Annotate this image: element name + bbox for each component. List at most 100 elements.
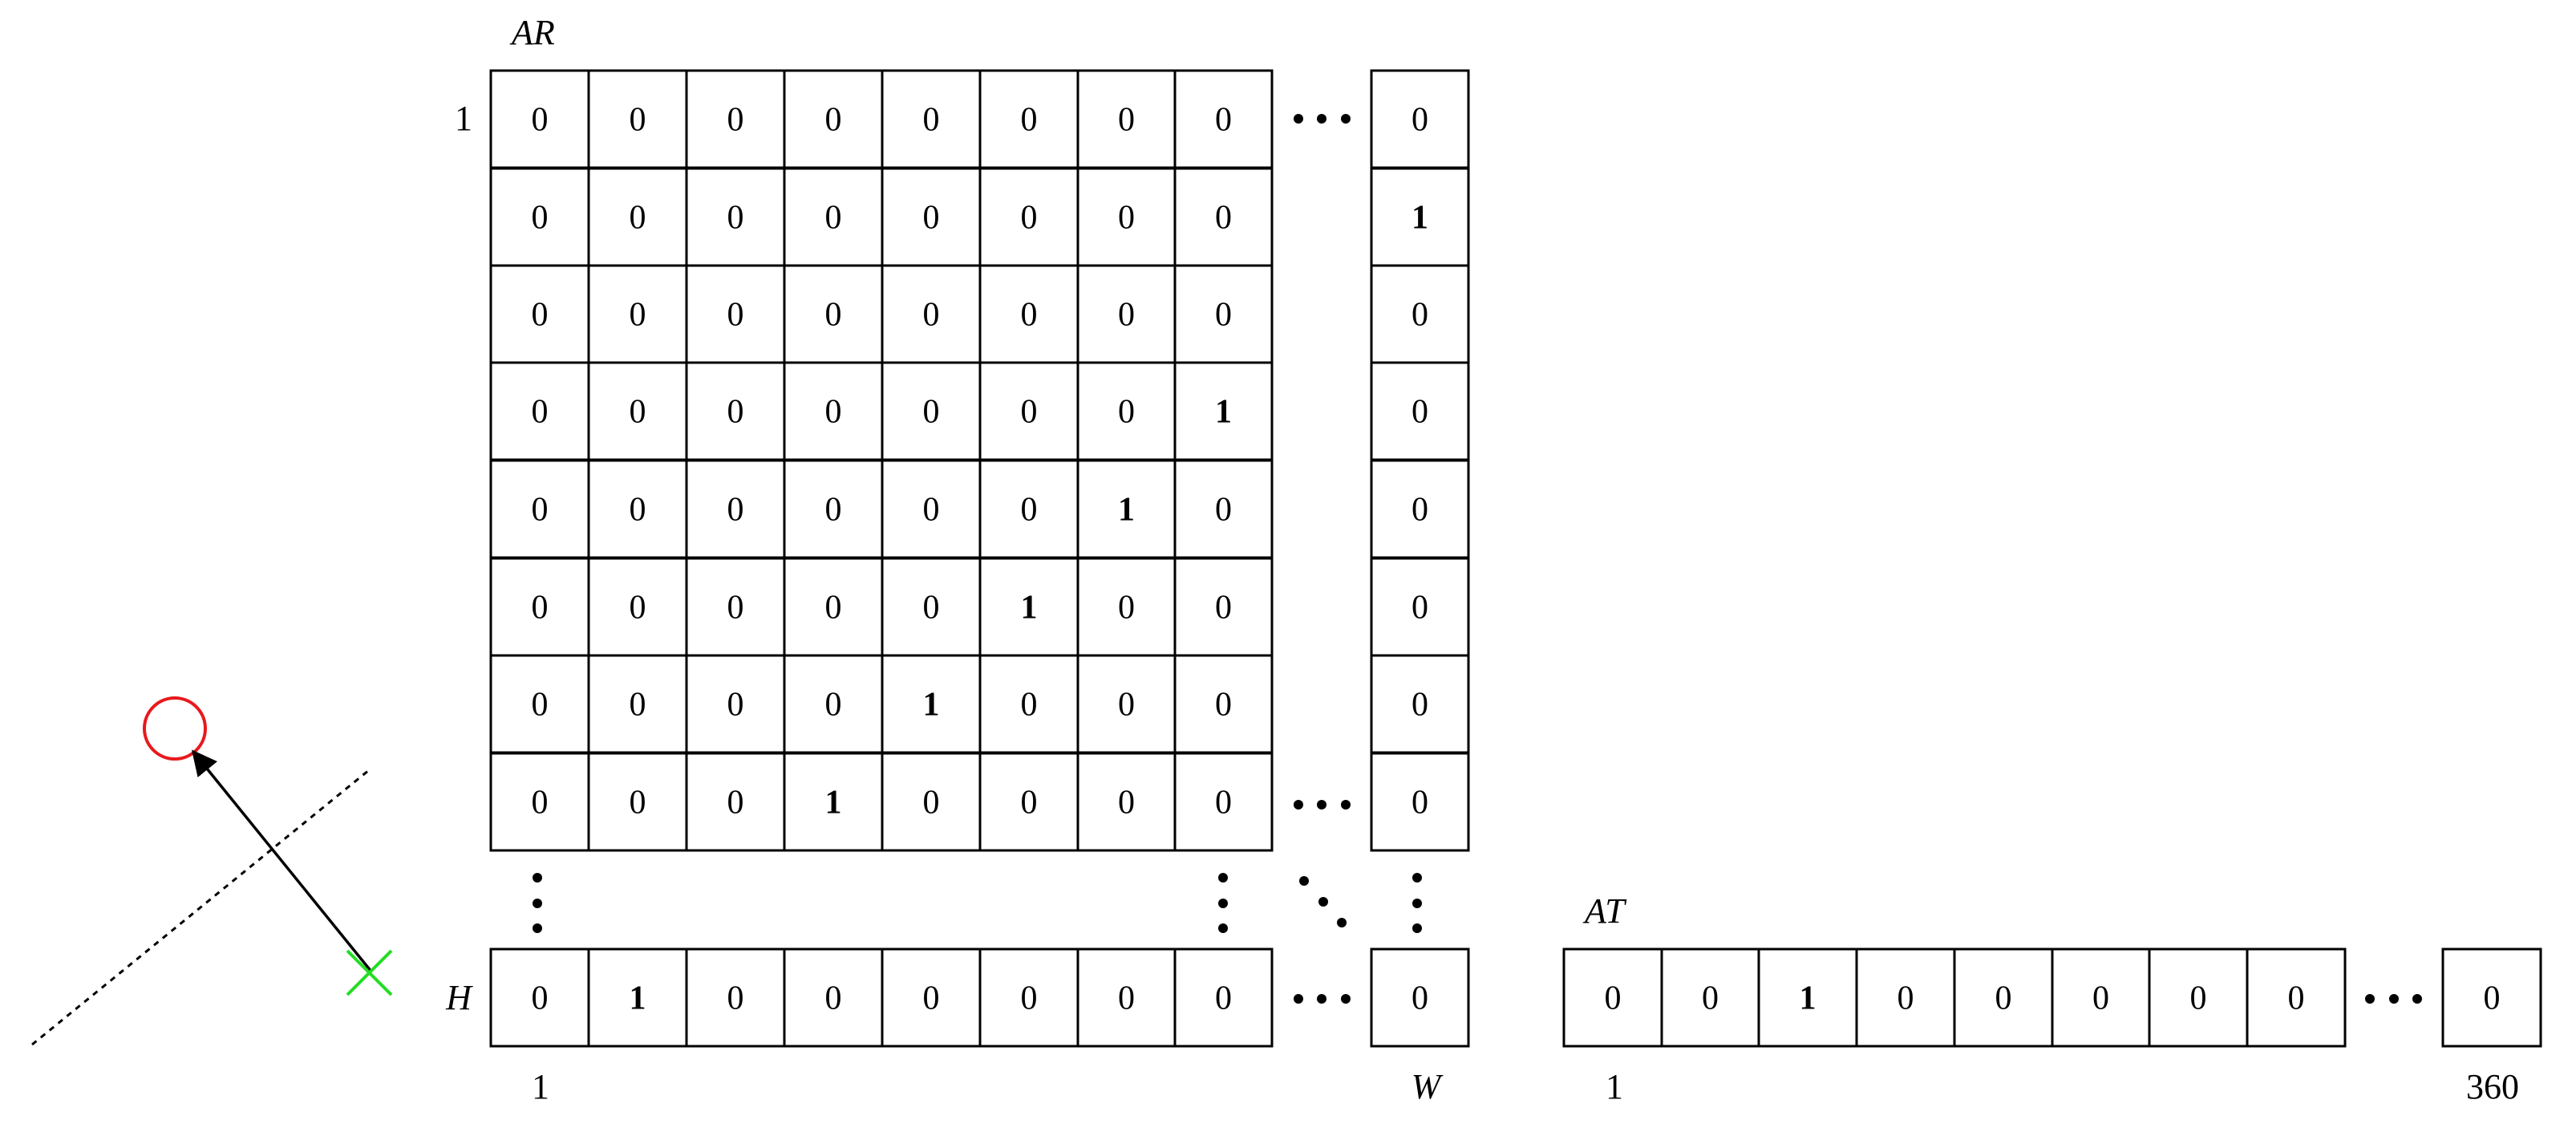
ar-cell-r8-c7: 0 — [1173, 947, 1274, 1048]
ar-cell-r0-c4: 0 — [881, 69, 982, 169]
ar-cell-r8-c3: 0 — [783, 947, 884, 1048]
horizontal-ellipsis-dot — [1317, 994, 1326, 1004]
cell-value: 0 — [1118, 297, 1135, 334]
cell-value: 0 — [532, 687, 549, 724]
cell-value: 0 — [923, 297, 940, 334]
ar-cell-r1-c0: 0 — [489, 167, 590, 267]
cell-value: 0 — [532, 492, 549, 529]
cell-value: 0 — [1215, 687, 1232, 724]
cell-value: 0 — [1215, 200, 1232, 237]
cell-value: 0 — [630, 687, 646, 724]
horizontal-ellipsis-dot — [1317, 800, 1326, 810]
cell-value: 0 — [1702, 980, 1719, 1017]
ar-cell-r4-c5: 0 — [978, 459, 1079, 559]
horizontal-ellipsis-dot — [1294, 994, 1303, 1004]
cell-value: 0 — [923, 590, 940, 627]
direction-arrow-icon — [192, 749, 373, 973]
ar-cell-r7-c2: 0 — [685, 752, 786, 852]
ar-cell-r4-c0: 0 — [489, 459, 590, 559]
dotted-line — [31, 769, 370, 1046]
ar-cell-r8-c8: 0 — [1370, 947, 1470, 1048]
ar-cell-r3-c5: 0 — [978, 361, 1079, 461]
cell-value: 0 — [1412, 492, 1428, 529]
ar-cell-r8-c2: 0 — [685, 947, 786, 1048]
ar-cell-r6-c6: 0 — [1076, 654, 1177, 754]
ar-cell-r6-c0: 0 — [489, 654, 590, 754]
cell-value: 0 — [1021, 297, 1038, 334]
ar-col-start-label: 1 — [532, 1067, 549, 1106]
at-start-label: 1 — [1606, 1067, 1623, 1106]
ar-matrix-ellipses — [533, 114, 1422, 1004]
cell-value: 0 — [532, 980, 549, 1017]
ar-cell-r1-c1: 0 — [587, 167, 688, 267]
ar-cell-r2-c7: 0 — [1173, 264, 1274, 364]
cell-value: 0 — [630, 200, 646, 237]
cell-value: 0 — [825, 590, 842, 627]
vertical-ellipsis-dot — [1412, 873, 1422, 883]
at-cell-3: 0 — [1855, 947, 1956, 1048]
ar-cell-r4-c3: 0 — [783, 459, 884, 559]
ar-cell-r0-c8: 0 — [1370, 69, 1470, 169]
ar-cell-r2-c0: 0 — [489, 264, 590, 364]
ar-cell-r0-c6: 0 — [1076, 69, 1177, 169]
cell-value: 0 — [727, 492, 744, 529]
cell-value: 1 — [825, 785, 842, 822]
vertical-ellipsis-dot — [533, 873, 542, 883]
ar-cell-r6-c3: 0 — [783, 654, 884, 754]
ar-cell-r6-c4: 1 — [881, 654, 982, 754]
ar-row-start-label: 1 — [455, 99, 472, 138]
at-cell-6: 0 — [2148, 947, 2249, 1048]
green-cross-icon — [346, 949, 393, 996]
ar-cell-r6-c8: 0 — [1370, 654, 1470, 754]
at-cell-8: 0 — [2441, 947, 2542, 1048]
ar-cell-r8-c0: 0 — [489, 947, 590, 1048]
ar-row-end-label: H — [445, 978, 473, 1017]
cell-value: 0 — [1118, 102, 1135, 139]
ar-cell-r5-c8: 0 — [1370, 557, 1470, 657]
cell-value: 0 — [1118, 200, 1135, 237]
cell-value: 0 — [532, 102, 549, 139]
ar-cell-r3-c4: 0 — [881, 361, 982, 461]
ar-cell-r5-c1: 0 — [587, 557, 688, 657]
cell-value: 0 — [825, 394, 842, 431]
cell-value: 0 — [1995, 980, 2012, 1017]
cell-value: 0 — [532, 590, 549, 627]
cell-value: 0 — [825, 492, 842, 529]
cell-value: 0 — [923, 394, 940, 431]
cell-value: 0 — [727, 394, 744, 431]
cell-value: 0 — [532, 394, 549, 431]
ar-cell-r5-c4: 0 — [881, 557, 982, 657]
cell-value: 0 — [727, 200, 744, 237]
cell-value: 0 — [630, 297, 646, 334]
cell-value: 0 — [923, 492, 940, 529]
cell-value: 0 — [2288, 980, 2305, 1017]
cell-value: 0 — [727, 590, 744, 627]
ar-cell-r0-c1: 0 — [587, 69, 688, 169]
ar-cell-r2-c5: 0 — [978, 264, 1079, 364]
ar-cell-r7-c7: 0 — [1173, 752, 1274, 852]
ar-cell-r3-c6: 0 — [1076, 361, 1177, 461]
horizontal-ellipsis-dot — [1341, 114, 1351, 124]
ar-cell-r6-c2: 0 — [685, 654, 786, 754]
horizontal-ellipsis-dot — [1294, 114, 1303, 124]
ar-col-end-label: W — [1412, 1067, 1444, 1106]
ar-cell-r4-c8: 0 — [1370, 459, 1470, 559]
cell-value: 1 — [1412, 200, 1428, 237]
cell-value: 0 — [1118, 980, 1135, 1017]
cell-value: 0 — [1605, 980, 1622, 1017]
cell-value: 0 — [1215, 297, 1232, 334]
ar-cell-r4-c6: 1 — [1076, 459, 1177, 559]
ar-cell-r7-c3: 1 — [783, 752, 884, 852]
cell-value: 0 — [1412, 980, 1428, 1017]
cell-value: 1 — [1021, 590, 1038, 627]
cell-value: 0 — [923, 785, 940, 822]
cell-value: 0 — [1215, 785, 1232, 822]
cell-value: 0 — [923, 102, 940, 139]
ar-cell-r7-c8: 0 — [1370, 752, 1470, 852]
cell-value: 0 — [825, 687, 842, 724]
at-cell-4: 0 — [1953, 947, 2054, 1048]
horizontal-ellipsis-dot — [2389, 994, 2399, 1004]
vertical-ellipsis-dot — [1218, 923, 1228, 933]
cell-value: 0 — [727, 102, 744, 139]
